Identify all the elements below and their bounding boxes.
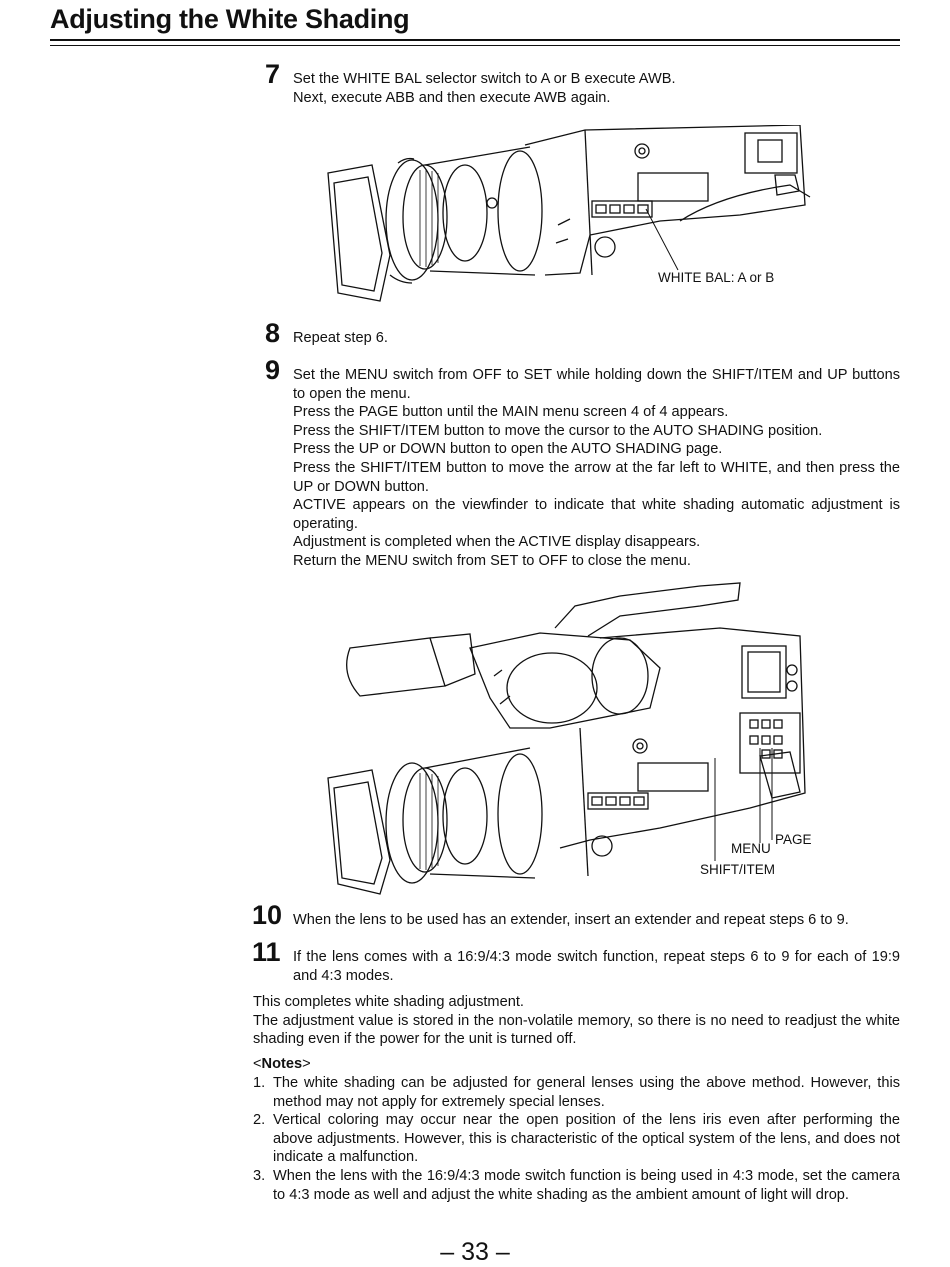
step-line: Press the SHIFT/ITEM button to move the … [293, 459, 900, 495]
step-11-text: If the lens comes with a 16:9/4:3 mode s… [293, 948, 900, 985]
page-title: Adjusting the White Shading [50, 4, 410, 34]
step-line: Repeat step 6. [293, 330, 388, 346]
step-9-text: Set the MENU switch from OFF to SET whil… [293, 366, 900, 571]
notes-heading: <Notes> [253, 1056, 311, 1072]
step-number: 7 [265, 59, 281, 89]
camcorder-illustration [327, 582, 806, 895]
step-line: Set the WHITE BAL selector switch to A o… [293, 71, 676, 87]
note-number: 3. [253, 1167, 266, 1184]
step-line: Return the MENU switch from SET to OFF t… [293, 552, 691, 569]
step-line: Press the PAGE button until the MAIN men… [293, 404, 729, 421]
note-item: 2. Vertical coloring may occur near the o… [253, 1111, 900, 1167]
notes-list: 1. The white shading can be adjusted for … [253, 1074, 900, 1204]
camera-lens-illustration [327, 125, 811, 302]
shift-item-callout: SHIFT/ITEM [700, 862, 775, 877]
step-line: Set the MENU switch from OFF to SET whil… [293, 367, 900, 402]
step-line: Next, execute ABB and then execute AWB a… [293, 89, 611, 106]
step-line: Press the SHIFT/ITEM button to move the … [293, 422, 823, 439]
step-number: 8 [265, 318, 281, 348]
step-10-text: When the lens to be used has an extender… [293, 911, 900, 930]
note-text: Vertical coloring may occur near the ope… [273, 1112, 900, 1166]
note-text: When the lens with the 16:9/4:3 mode swi… [273, 1167, 900, 1203]
step-line: Press the UP or DOWN button to open the … [293, 441, 723, 458]
white-bal-callout: WHITE BAL: A or B [658, 270, 775, 285]
note-number: 1. [253, 1075, 266, 1091]
note-item: 3. When the lens with the 16:9/4:3 mode s… [253, 1167, 900, 1204]
menu-switch-callout: MENU [731, 841, 771, 856]
closing-line: The adjustment value is stored in the no… [253, 1012, 900, 1048]
step-8-text: Repeat step 6. [293, 329, 900, 348]
step-line: Adjustment is completed when the ACTIVE … [293, 534, 701, 551]
note-text: The white shading can be adjusted for ge… [273, 1075, 900, 1110]
step-number: 9 [265, 355, 281, 385]
step-7-text: Set the WHITE BAL selector switch to A o… [293, 70, 900, 107]
page-number: – 33 – [440, 1238, 510, 1266]
step-number: 10 [252, 900, 283, 930]
title-rule [50, 39, 900, 41]
closing-line: This completes white shading adjustment. [253, 994, 524, 1010]
step-line: If the lens comes with a 16:9/4:3 mode s… [293, 949, 900, 984]
notes-bracket-close: > [302, 1056, 311, 1072]
step-line: When the lens to be used has an extender… [293, 912, 849, 928]
notes-bracket-open: < [253, 1056, 262, 1072]
note-number: 2. [253, 1112, 266, 1129]
notes-heading-label: Notes [261, 1056, 303, 1072]
step-number: 11 [252, 937, 281, 967]
note-item: 1. The white shading can be adjusted for … [253, 1074, 900, 1111]
closing-text: This completes white shading adjustment.… [253, 993, 900, 1049]
step-line: ACTIVE appears on the viewfinder to indi… [293, 497, 900, 532]
page-button-callout: PAGE [775, 832, 812, 847]
title-rule-thin [50, 45, 900, 46]
